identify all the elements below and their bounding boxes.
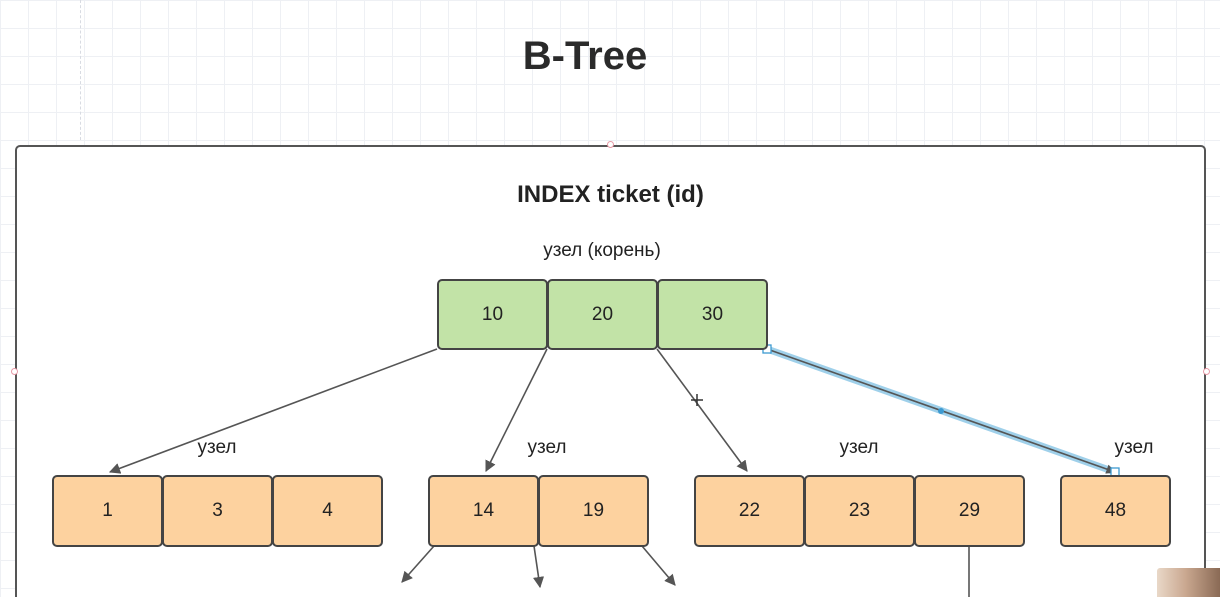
resize-handle-top[interactable] <box>607 141 614 148</box>
leaf-key[interactable]: 29 <box>914 475 1025 547</box>
leaf-node-label: узел <box>527 437 567 458</box>
guide-line <box>80 0 81 140</box>
leaf-key[interactable]: 19 <box>538 475 649 547</box>
leaf-key[interactable]: 14 <box>428 475 539 547</box>
leaf-key[interactable]: 1 <box>52 475 163 547</box>
root-key[interactable]: 30 <box>657 279 768 350</box>
page-title: B-Tree <box>522 34 648 78</box>
leaf-key[interactable]: 4 <box>272 475 383 547</box>
leaf-key[interactable]: 23 <box>804 475 915 547</box>
leaf-node-label: узел <box>839 437 879 458</box>
leaf-key[interactable]: 48 <box>1060 475 1171 547</box>
index-title: INDEX ticket (id) <box>517 181 704 208</box>
webcam-thumbnail <box>1157 568 1220 597</box>
resize-handle-right[interactable] <box>1203 368 1210 375</box>
leaf-key[interactable]: 22 <box>694 475 805 547</box>
leaf-node-label: узел <box>197 437 237 458</box>
root-key[interactable]: 10 <box>437 279 548 350</box>
leaf-key[interactable]: 3 <box>162 475 273 547</box>
root-key[interactable]: 20 <box>547 279 658 350</box>
resize-handle-left[interactable] <box>11 368 18 375</box>
leaf-node-label: узел <box>1114 437 1154 458</box>
root-node-label: узел (корень) <box>543 240 661 261</box>
